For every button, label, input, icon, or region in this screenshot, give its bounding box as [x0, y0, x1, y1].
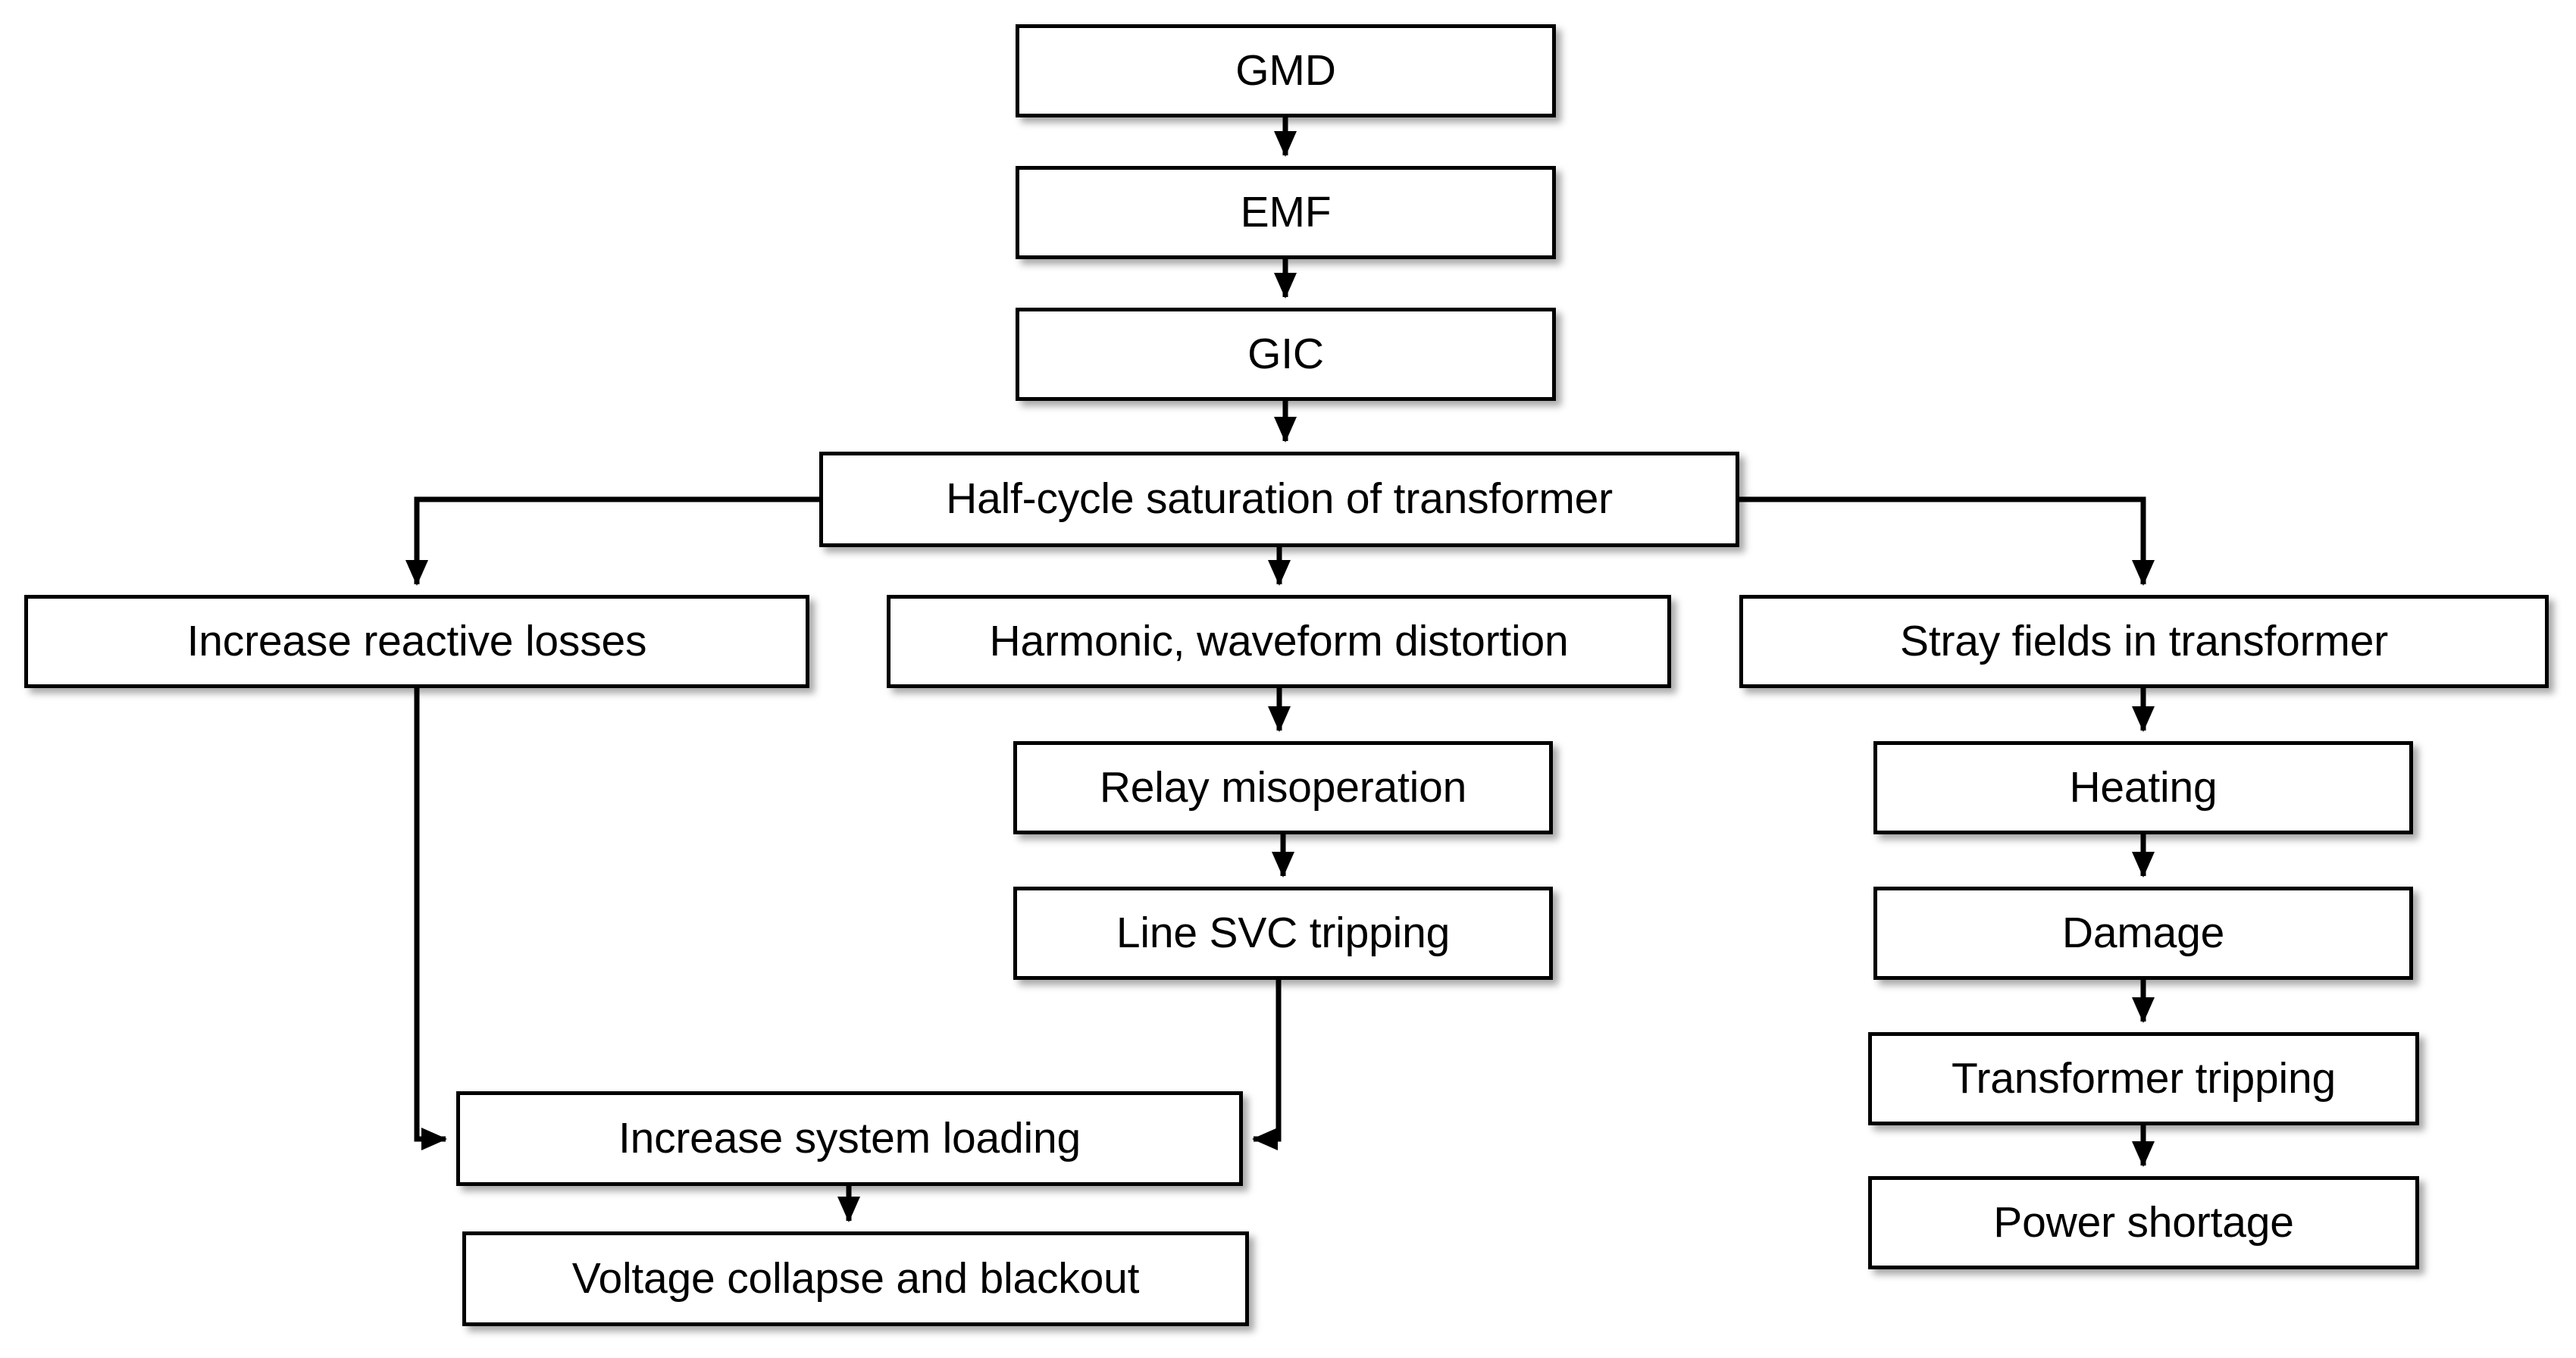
node-label: Increase reactive losses	[186, 616, 647, 665]
node-heating[interactable]: Heating	[1873, 741, 2413, 834]
node-label: Line SVC tripping	[1116, 908, 1451, 957]
node-increase-system-loading[interactable]: Increase system loading	[456, 1091, 1243, 1186]
node-label: Transformer tripping	[1951, 1053, 2337, 1103]
node-label: Power shortage	[1993, 1197, 2294, 1247]
edge-halfcycle-stray	[1739, 496, 2155, 586]
edge-reactive-sysload	[414, 688, 447, 1150]
node-label: Relay misoperation	[1099, 762, 1467, 812]
node-label: Stray fields in transformer	[1900, 616, 2388, 665]
node-label: EMF	[1240, 187, 1332, 236]
node-label: Half-cycle saturation of transformer	[946, 474, 1613, 524]
node-harmonic-waveform-distortion[interactable]: Harmonic, waveform distortion	[887, 595, 1671, 688]
node-label: GIC	[1247, 329, 1324, 378]
node-power-shortage[interactable]: Power shortage	[1868, 1176, 2419, 1269]
node-emf[interactable]: EMF	[1016, 166, 1556, 259]
node-half-cycle-saturation[interactable]: Half-cycle saturation of transformer	[819, 452, 1739, 547]
node-line-svc-tripping[interactable]: Line SVC tripping	[1013, 887, 1553, 980]
node-label: Voltage collapse and blackout	[571, 1253, 1140, 1303]
node-label: Damage	[2061, 908, 2225, 957]
node-increase-reactive-losses[interactable]: Increase reactive losses	[24, 595, 809, 688]
node-label: Increase system loading	[618, 1113, 1081, 1162]
node-stray-fields-in-transformer[interactable]: Stray fields in transformer	[1739, 595, 2549, 688]
node-voltage-collapse-and-blackout[interactable]: Voltage collapse and blackout	[462, 1231, 1249, 1326]
edge-halfcycle-reactive	[405, 496, 819, 586]
node-gmd[interactable]: GMD	[1016, 24, 1556, 117]
node-label: GMD	[1235, 45, 1336, 95]
node-damage[interactable]: Damage	[1873, 887, 2413, 980]
node-label: Heating	[2069, 762, 2218, 812]
edge-linesvc-sysload	[1252, 980, 1282, 1150]
node-relay-misoperation[interactable]: Relay misoperation	[1013, 741, 1553, 834]
node-gic[interactable]: GIC	[1016, 308, 1556, 401]
node-transformer-tripping[interactable]: Transformer tripping	[1868, 1032, 2419, 1125]
node-label: Harmonic, waveform distortion	[989, 616, 1569, 665]
